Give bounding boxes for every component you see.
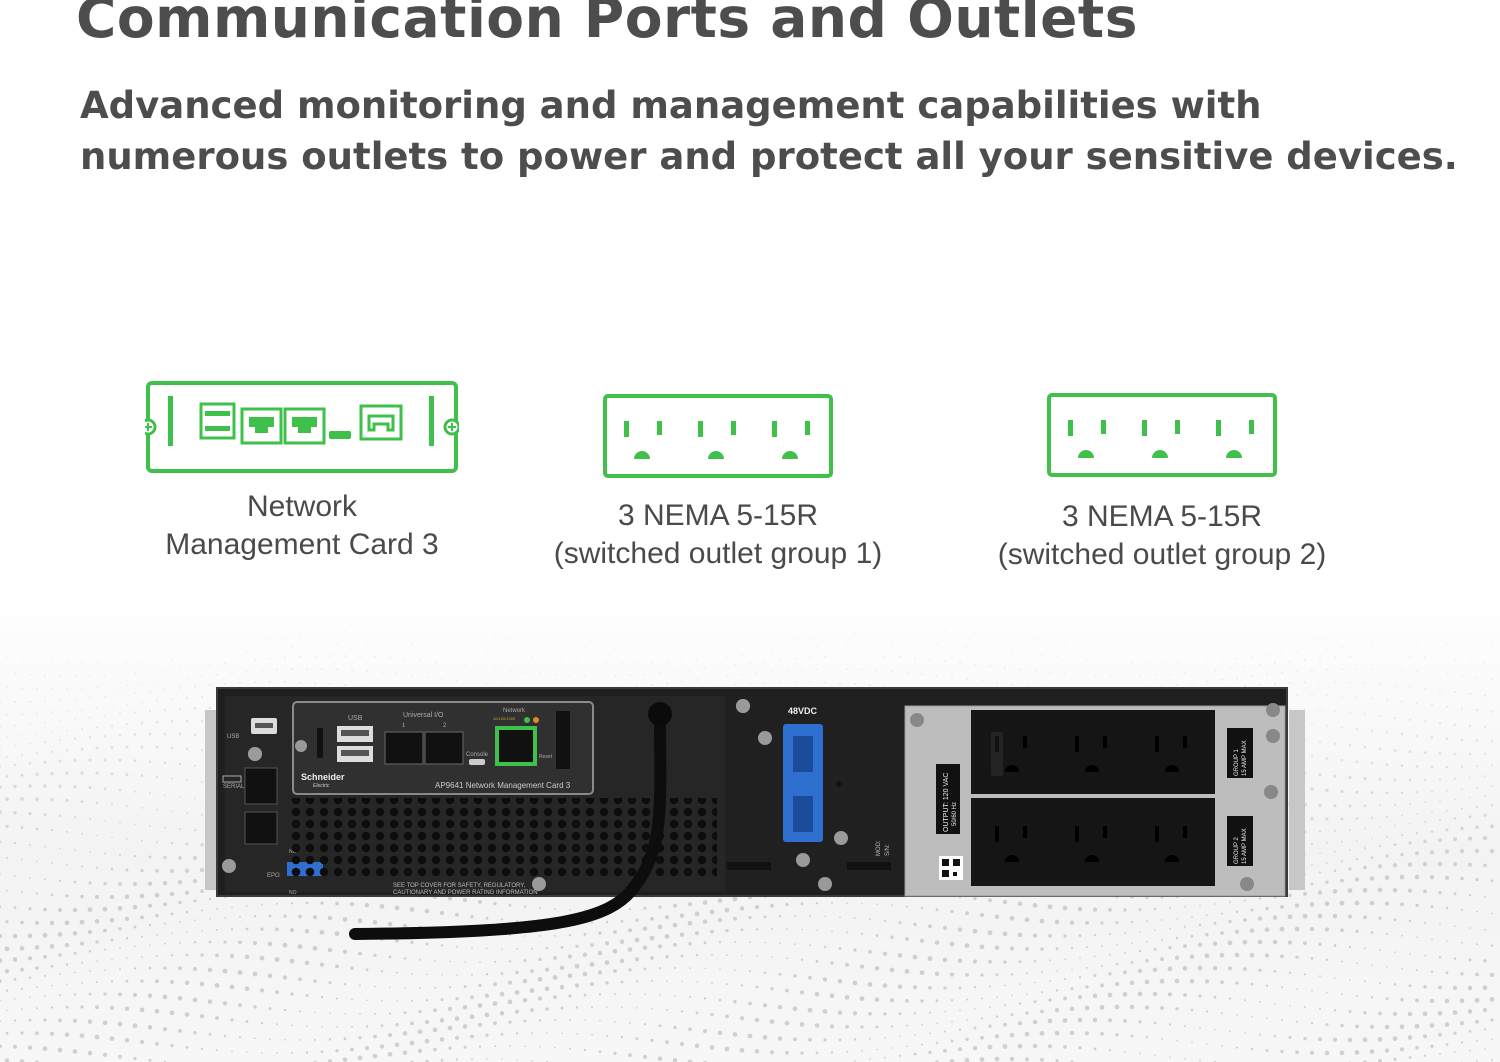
outlet-group-2 xyxy=(971,798,1215,886)
serial-port[interactable] xyxy=(244,767,278,805)
page-subtitle: Advanced monitoring and management capab… xyxy=(80,84,1458,178)
serial-label: SERIAL xyxy=(223,784,245,790)
feature-outlet-group-1: 3 NEMA 5-15R (switched outlet group 1) xyxy=(508,393,928,573)
reset-label: Reset xyxy=(539,754,553,760)
network-label: Network xyxy=(503,708,526,714)
network-card-icon xyxy=(145,381,459,473)
feature-label-line1: 3 NEMA 5-15R xyxy=(1061,500,1263,533)
ups-rear-panel: USB SERIAL EPO NC NO SEE TOP COVER FOR S… xyxy=(205,687,1305,940)
usb-label: USB xyxy=(227,734,239,740)
epo-label: EPO xyxy=(267,873,280,879)
sn-label: S/N: xyxy=(885,844,891,856)
group2-rating-label: 15 AMP MAX xyxy=(1242,828,1248,864)
expansion-port[interactable] xyxy=(244,811,278,845)
feature-network-card: Network Management Card 3 xyxy=(92,380,512,564)
outlet-group-icon xyxy=(1047,393,1277,477)
page-title: Communication Ports and Outlets xyxy=(76,0,1138,50)
group2-label: GROUP 2 xyxy=(1234,836,1240,864)
network-speed-label: 10/100/1000 xyxy=(493,716,516,721)
universal-io-port-1[interactable] xyxy=(384,731,424,765)
brand-logo-text: Schneider xyxy=(301,772,345,782)
feature-outlet-group-2: 3 NEMA 5-15R (switched outlet group 2) xyxy=(952,392,1372,574)
card-usb-label: USB xyxy=(348,715,363,722)
feature-label-line1: Network xyxy=(246,490,358,523)
outlet-group-1 xyxy=(971,710,1215,794)
no-label: NO xyxy=(289,890,297,896)
feature-label-line2: (switched outlet group 1) xyxy=(553,537,883,570)
brand-sub-text: Electric xyxy=(313,783,330,789)
universal-io-port-2[interactable] xyxy=(424,731,464,765)
universal-io-label: Universal I/O xyxy=(403,712,444,719)
outlet-group-icon xyxy=(603,394,833,478)
console-label: Console xyxy=(466,752,489,758)
mod-label: MOD: xyxy=(876,840,882,856)
group1-rating-label: 15 AMP MAX xyxy=(1242,740,1248,776)
dc-label: 48VDC xyxy=(788,706,818,716)
io-port-1-label: 1 xyxy=(402,723,406,729)
safety-line-2: CAUTIONARY AND POWER RATING INFORMATION xyxy=(393,890,538,896)
safety-line-1: SEE TOP COVER FOR SAFETY, REGULATORY, xyxy=(393,883,525,889)
output-frequency-label: 50/60 Hz xyxy=(952,802,958,826)
network-port[interactable] xyxy=(499,730,533,762)
io-port-2-label: 2 xyxy=(443,723,447,729)
feature-label-line2: Management Card 3 xyxy=(165,528,439,561)
power-cord xyxy=(349,710,667,940)
console-port[interactable] xyxy=(469,759,485,765)
feature-label-line1: 3 NEMA 5-15R xyxy=(617,499,819,532)
group1-label: GROUP 1 xyxy=(1234,748,1240,776)
card-model-label: AP9641 Network Management Card 3 xyxy=(435,781,571,790)
output-rating-label: OUTPUT: 120 VAC xyxy=(943,773,950,832)
feature-label-line2: (switched outlet group 2) xyxy=(997,538,1327,571)
